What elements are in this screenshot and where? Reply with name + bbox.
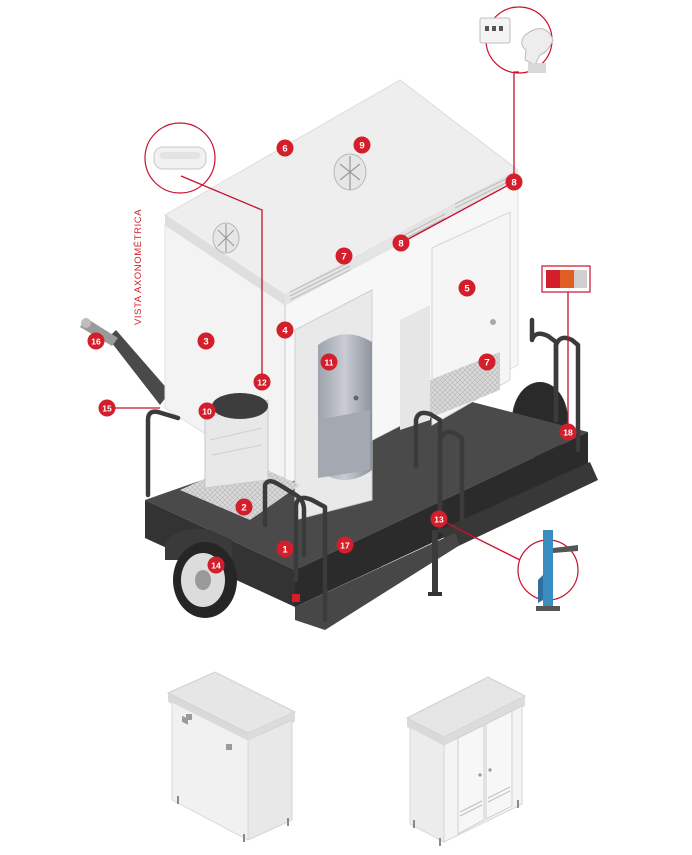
callout-number: 8 (398, 238, 403, 249)
callout-number: 16 (91, 336, 101, 346)
callout-circle (392, 234, 410, 252)
callout-number: 2 (241, 502, 246, 513)
callout-number: 13 (434, 514, 444, 524)
callout-circle (207, 556, 225, 574)
callout-7: 7 (335, 247, 353, 265)
tail-light-icon (541, 265, 591, 293)
callout-circle (235, 498, 253, 516)
callout-3: 3 (197, 332, 215, 350)
callout-circle (276, 139, 294, 157)
cabin (164, 79, 519, 521)
water-tank (318, 334, 372, 480)
callout-circle (197, 332, 215, 350)
callout-circle (198, 402, 216, 420)
callout-8: 8 (392, 234, 410, 252)
outlet-bulb-icon (479, 6, 554, 74)
callout-number: 12 (257, 377, 267, 387)
roof-fan (333, 153, 367, 191)
ceiling-light-icon (144, 122, 216, 194)
callout-circle (478, 353, 496, 371)
callout-circle (505, 173, 523, 191)
callout-circle (430, 510, 448, 528)
callout-number: 3 (203, 336, 208, 347)
closed-cabin-view (166, 671, 297, 842)
callout-8: 8 (505, 173, 523, 191)
callout-number: 1 (282, 544, 288, 555)
callout-circle (353, 136, 371, 154)
callout-circle (253, 373, 271, 391)
tow-bar (80, 318, 170, 405)
callout-13: 13 (430, 510, 448, 528)
callout-number: 15 (102, 403, 112, 413)
callout-9: 9 (353, 136, 371, 154)
callout-number: 5 (464, 283, 470, 294)
support-post (432, 530, 438, 596)
floor-grate (180, 460, 300, 520)
callout-number: 11 (325, 357, 334, 367)
callout-number: 7 (341, 251, 346, 262)
callout-number: 8 (511, 177, 516, 188)
callout-6: 6 (276, 139, 294, 157)
callout-10: 10 (198, 402, 216, 420)
callout-16: 16 (87, 332, 105, 350)
leader-lines (107, 71, 569, 561)
callout-circle (276, 540, 294, 558)
callout-circle (320, 353, 338, 371)
callout-2: 2 (235, 498, 253, 516)
front-wheel (165, 529, 237, 618)
callout-number: 9 (359, 140, 364, 151)
callout-number: 6 (282, 143, 287, 154)
callout-number: 7 (484, 357, 489, 368)
callout-circle (336, 536, 354, 554)
callout-circle (458, 279, 476, 297)
jack-stand-icon (517, 530, 579, 611)
callout-number: 14 (211, 560, 221, 570)
callout-circle (87, 332, 105, 350)
callout-circle (559, 423, 577, 441)
double-door-cabin-view (405, 676, 527, 846)
callout-18: 18 (559, 423, 577, 441)
callout-4: 4 (276, 321, 294, 339)
callout-17: 17 (336, 536, 354, 554)
callout-number: 18 (563, 427, 573, 437)
callout-circle (98, 399, 116, 417)
callout-12: 12 (253, 373, 271, 391)
side-label-text: VISTA AXONOMÉTRICA (133, 208, 144, 325)
callout-11: 11 (320, 353, 338, 371)
callout-14: 14 (207, 556, 225, 574)
callout-number: 17 (340, 540, 350, 550)
callout-7: 7 (478, 353, 496, 371)
callout-circle (335, 247, 353, 265)
callout-1: 1 (276, 540, 294, 558)
toilet (204, 393, 269, 489)
callout-number: 4 (282, 325, 288, 336)
handrails (145, 317, 581, 623)
callout-number: 10 (202, 406, 212, 416)
callout-5: 5 (458, 279, 476, 297)
wall-fan (212, 222, 240, 254)
callout-circle (276, 321, 294, 339)
callout-15: 15 (98, 399, 116, 417)
